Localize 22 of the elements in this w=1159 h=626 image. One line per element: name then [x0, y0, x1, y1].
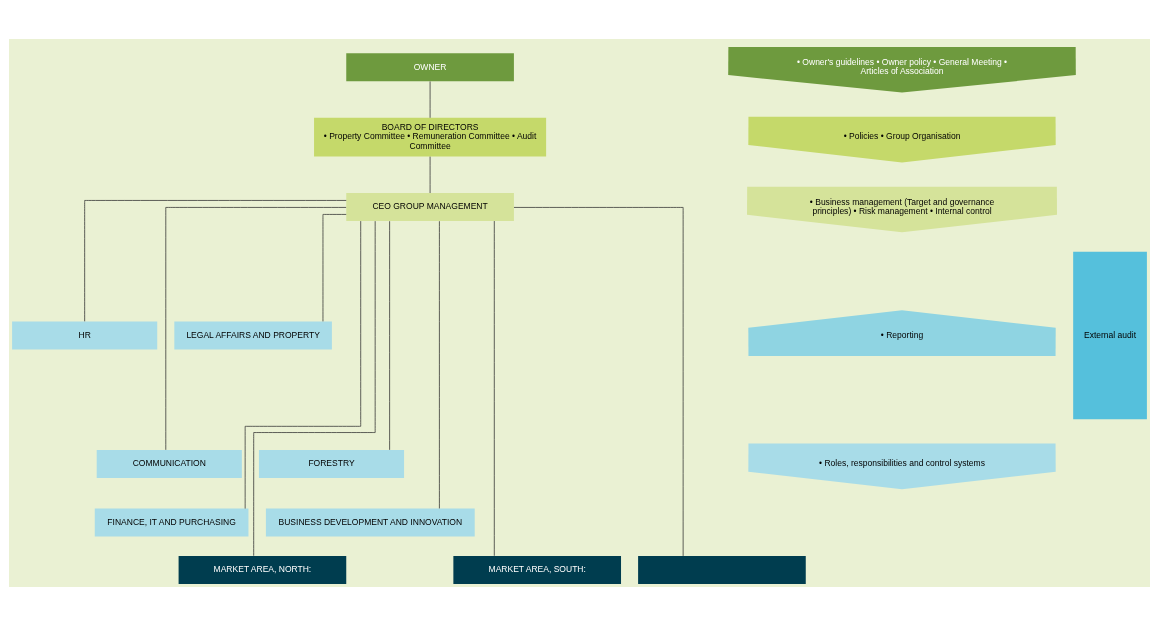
connector — [244, 220, 362, 509]
node-box: FINANCE, IT AND PURCHASING — [94, 508, 249, 537]
node-box: MARKET AREA, SOUTH: — [453, 555, 622, 584]
connector — [322, 214, 347, 322]
node-box: CEO GROUP MANAGEMENT — [346, 193, 514, 221]
connector — [253, 220, 376, 557]
node-box: COMMUNICATION — [96, 450, 242, 478]
node-box: BOARD OF DIRECTORS • Property Committee • Remuneration Committee • Audit Committee — [314, 117, 547, 157]
node-box: HR — [12, 321, 158, 350]
node-box: External audit — [1073, 251, 1147, 420]
node-box — [638, 555, 806, 584]
connector — [439, 220, 440, 509]
connector — [389, 220, 390, 451]
connector — [84, 200, 347, 322]
connector — [165, 207, 347, 451]
node-box: MARKET AREA, NORTH: — [178, 555, 347, 584]
node-box: OWNER — [346, 53, 514, 82]
connector — [513, 207, 684, 557]
connector — [493, 220, 495, 557]
node-box: BUSINESS DEVELOPMENT AND INNOVATION — [265, 508, 475, 537]
node-box: LEGAL AFFAIRS AND PROPERTY — [174, 321, 332, 350]
node-box: FORESTRY — [258, 450, 405, 478]
